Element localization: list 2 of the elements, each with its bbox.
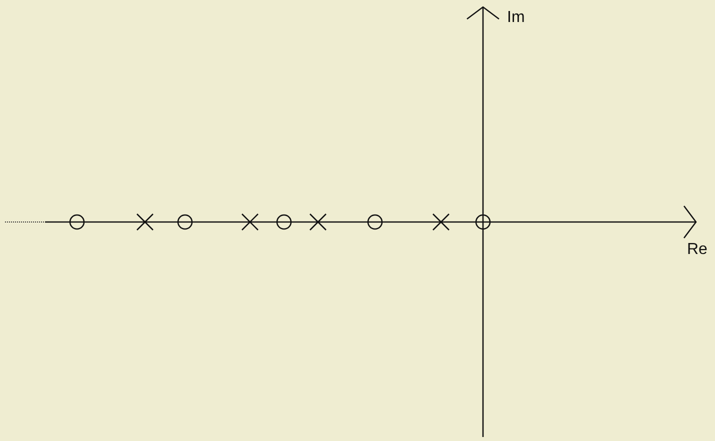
- axis-label: Re: [687, 241, 708, 259]
- axis-label: Im: [507, 9, 525, 27]
